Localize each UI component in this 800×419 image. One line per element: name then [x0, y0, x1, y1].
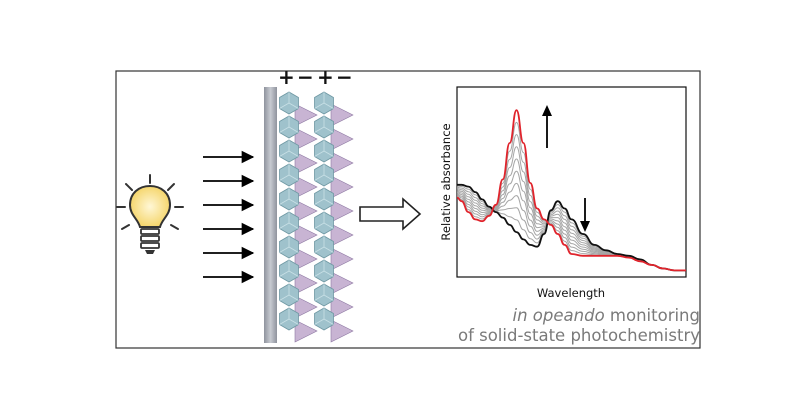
cube-crystal-facet — [314, 308, 334, 325]
caption-italic: in opeando — [512, 306, 605, 325]
pyramid-crystal — [330, 223, 354, 247]
pyramid-crystal — [330, 319, 354, 343]
cube-crystal-facet — [314, 260, 334, 277]
pyramid-crystal — [330, 199, 354, 223]
pyramid-crystal — [330, 175, 354, 199]
initial-spectrum — [457, 183, 686, 272]
pyramid-crystal — [294, 127, 318, 151]
cube-crystal-facet — [314, 164, 334, 181]
cube-crystal-facet — [279, 92, 299, 109]
pyramid-crystal — [294, 247, 318, 271]
plot-frame — [456, 86, 687, 278]
pyramid-crystal — [294, 151, 318, 175]
pyramid-crystal — [330, 103, 354, 127]
cube-crystal-facet — [279, 164, 299, 181]
intermediate-spectrum — [456, 188, 686, 271]
cube-crystal-facet — [279, 116, 299, 133]
cube-crystal-facet — [279, 140, 299, 157]
cube-crystal-facet — [279, 236, 299, 253]
plus-sign-right: + — [317, 65, 334, 89]
hollow-arrow-icon — [359, 197, 422, 231]
pyramid-crystal — [294, 175, 318, 199]
cube-crystal-facet — [314, 92, 334, 109]
cube-crystal-facet — [314, 116, 334, 133]
absorbance-chart: Wavelength Relative absorbance — [439, 86, 687, 300]
pyramid-crystal — [294, 295, 318, 319]
spectra-series — [456, 109, 686, 272]
cube-crystal-facet — [314, 188, 334, 205]
cube-crystal-facet — [314, 212, 334, 229]
pyramid-crystal — [330, 151, 354, 175]
pyramid-crystal — [330, 127, 354, 151]
intermediate-spectrum — [456, 185, 686, 271]
cube-crystal-facet — [279, 284, 299, 301]
cube-crystal-facet — [279, 308, 299, 325]
pyramid-crystal — [294, 319, 318, 343]
cube-crystal-facet — [314, 284, 334, 301]
pyramid-crystal — [294, 199, 318, 223]
pyramid-crystal — [330, 295, 354, 319]
intermediate-spectrum — [456, 121, 686, 271]
arrow-down-icon — [580, 198, 590, 232]
crystal-film — [279, 91, 354, 343]
figure-frame — [115, 70, 701, 349]
cube-crystal-facet — [279, 188, 299, 205]
cube-crystal-facet — [279, 260, 299, 277]
minus-sign-right: − — [336, 65, 353, 89]
arrow-up-icon — [542, 105, 552, 148]
caption-line-1: in opeando monitoring — [400, 306, 700, 326]
pyramid-crystal — [330, 247, 354, 271]
y-axis-label: Relative absorbance — [439, 123, 453, 240]
light-rays — [203, 150, 255, 284]
pyramid-crystal — [294, 103, 318, 127]
intermediate-spectrum — [456, 186, 686, 271]
intermediate-spectrum — [456, 170, 686, 271]
pyramid-crystal — [294, 223, 318, 247]
pyramid-crystal — [330, 271, 354, 295]
electrode-plate — [264, 87, 277, 343]
pyramid-crystal — [294, 271, 318, 295]
caption-line-2: of solid-state photochemistry — [457, 326, 700, 345]
cube-crystal-facet — [279, 212, 299, 229]
cube-crystal-facet — [314, 140, 334, 157]
final-spectrum — [456, 109, 686, 272]
intermediate-spectrum — [456, 182, 686, 271]
x-axis-label: Wavelength — [537, 286, 605, 300]
light-bulb-icon — [116, 174, 184, 254]
plus-sign-left: + — [278, 65, 295, 89]
minus-sign-left: − — [297, 65, 314, 89]
cube-crystal-facet — [314, 236, 334, 253]
caption-rest: monitoring — [604, 306, 700, 325]
